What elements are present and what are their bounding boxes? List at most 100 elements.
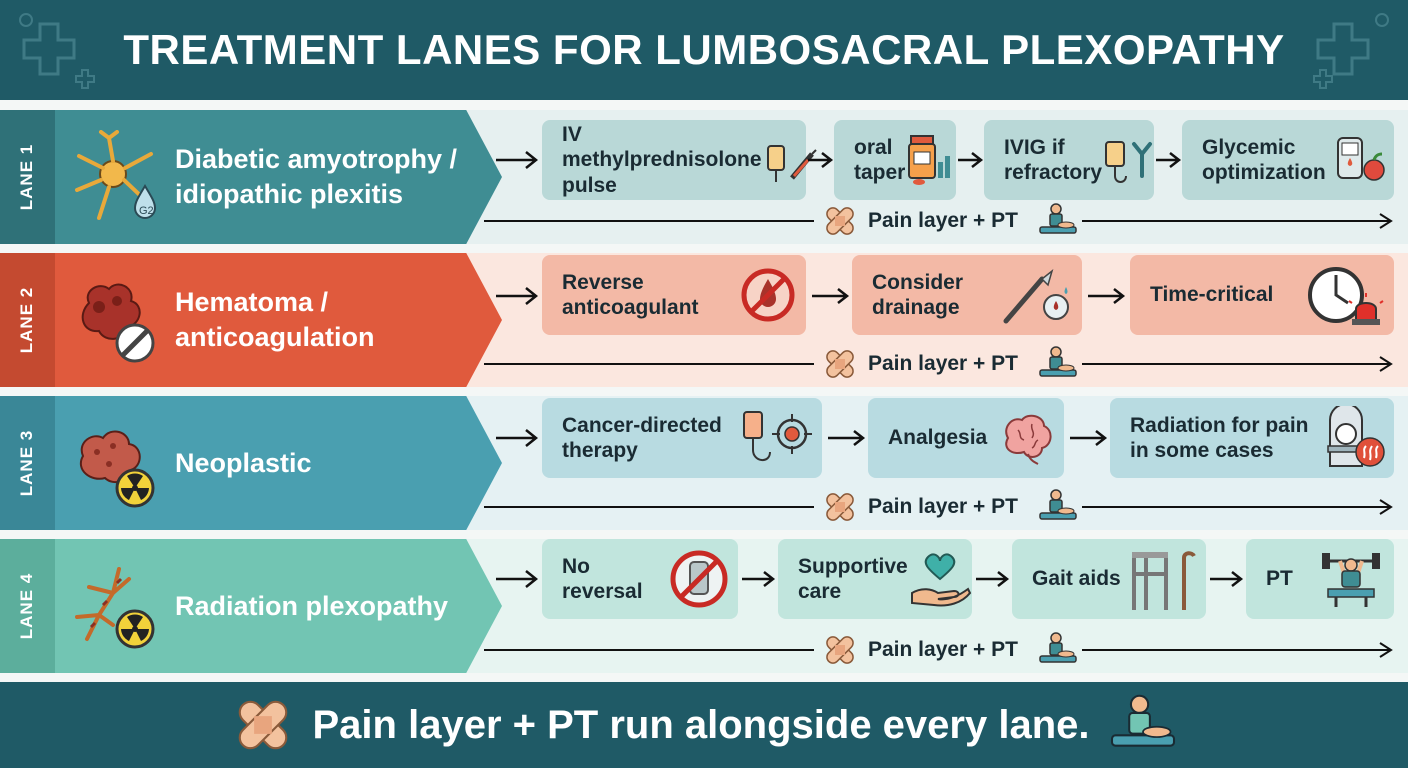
lane-step: Supportive care (778, 539, 972, 619)
lane-step: Time-critical (1130, 255, 1394, 335)
medical-cross-decoration-icon (1313, 13, 1389, 89)
step-label: Cancer-directed therapy (562, 413, 722, 462)
flow-arrow-icon (1088, 288, 1126, 304)
lane-step: oral taper (834, 120, 956, 200)
nerve-cell-glucose-icon: G2 (75, 130, 157, 220)
lane-step: No reversal (542, 539, 738, 619)
lane-step: Gait aids (1012, 539, 1206, 619)
lane-3: LANE 3 Neoplastic Cancer-directed therap… (0, 396, 1408, 530)
line-arrow (484, 220, 814, 222)
lane-name: Neoplastic (175, 447, 312, 478)
step-label: Analgesia (888, 426, 988, 450)
footer-banner: Pain layer + PT run alongside every lane… (0, 682, 1408, 768)
line-arrow (484, 649, 814, 651)
lane-tab-label: LANE 1 (17, 143, 37, 211)
step-label: Radiation for pain in some cases (1130, 413, 1309, 462)
lane-step: PT (1246, 539, 1394, 619)
flow-arrow-icon (808, 152, 834, 168)
line-arrow (484, 363, 814, 365)
flow-arrow-icon (1210, 571, 1244, 587)
walker-cane-icon (1132, 551, 1196, 610)
lane-header: G2 Diabetic amyotrophy / idiopathic plex… (55, 110, 502, 244)
bandage-icon (238, 700, 287, 750)
flow-arrow-icon (496, 151, 539, 169)
lane-name: Radiation plexopathy (175, 590, 449, 621)
step-label: Reverse anticoagulant (562, 270, 699, 319)
bandage-icon (826, 350, 854, 378)
flow-arrow-icon (958, 152, 984, 168)
line-arrow (1082, 356, 1393, 372)
lane-tab-label: LANE 2 (17, 286, 37, 354)
medical-cross-decoration-icon (19, 13, 95, 89)
lane-header: Neoplastic (55, 396, 502, 530)
step-label: IVIG if refractory (1004, 135, 1103, 184)
iv-syringe-icon (766, 145, 817, 182)
lane-tab: LANE 2 (0, 253, 55, 387)
lane-step: Consider drainage (852, 255, 1082, 335)
step-label: Gait aids (1032, 567, 1121, 591)
lane-tab-label: LANE 3 (17, 429, 37, 497)
tumor-radiation-icon (80, 430, 155, 508)
flow-arrow-icon (496, 570, 539, 588)
lane-pathway: Reverse anticoagulant Consider drainage … (484, 253, 1408, 387)
pain-layer-label: Pain layer + PT (868, 209, 1018, 232)
physiotherapy-icon (1039, 489, 1077, 520)
physiotherapy-icon (1110, 694, 1175, 747)
line-arrow (1082, 642, 1393, 658)
lane-header: Hematoma / anticoagulation (55, 253, 502, 387)
no-blood-drop-icon (741, 268, 795, 322)
flow-arrow-icon (742, 571, 776, 587)
pain-layer-row: Pain layer + PT (484, 488, 1408, 526)
weightlifter-icon (1322, 553, 1380, 607)
no-reversal-icon (670, 550, 728, 608)
line-arrow (484, 506, 814, 508)
lane-name: Diabetic amyotrophy / idiopathic plexiti… (175, 144, 458, 209)
physiotherapy-icon (1039, 203, 1077, 234)
pain-layer-label: Pain layer + PT (868, 352, 1018, 375)
lane-step: IVIG if refractory (984, 120, 1154, 200)
lane-tab: LANE 1 (0, 110, 55, 244)
lane-step: Cancer-directed therapy (542, 398, 822, 478)
pain-layer-row: Pain layer + PT (484, 631, 1408, 669)
flow-arrow-icon (496, 287, 539, 305)
flow-arrow-icon (1156, 152, 1182, 168)
lane-1: LANE 1 G2 Diabetic amyotrophy / idiopath… (0, 110, 1408, 244)
glucometer-apple-icon (1337, 137, 1385, 181)
bandage-icon (826, 207, 854, 235)
pill-bottle-icon (908, 135, 951, 185)
step-label: Supportive care (798, 554, 908, 603)
heart-hand-icon (910, 553, 971, 607)
lane-tab: LANE 3 (0, 396, 55, 530)
scanner-icon (1327, 406, 1385, 467)
page-title: TREATMENT LANES FOR LUMBOSACRAL PLEXOPAT… (123, 26, 1285, 73)
step-label: oral taper (854, 135, 906, 184)
brain-icon (1005, 414, 1052, 465)
lane-4: LANE 4 Radiation plexopathy No reversal … (0, 539, 1408, 673)
flow-arrow-icon (976, 571, 1010, 587)
pain-layer-row: Pain layer + PT (484, 345, 1408, 383)
lane-step: Analgesia (868, 398, 1064, 478)
physiotherapy-icon (1039, 346, 1077, 377)
flow-arrow-icon (496, 429, 539, 447)
blood-clot-no-icon (81, 283, 155, 363)
flow-arrow-icon (828, 430, 866, 446)
damaged-nerve-radiation-icon (75, 567, 155, 649)
iv-target-icon (743, 411, 812, 461)
pain-layer-label: Pain layer + PT (868, 638, 1018, 661)
bandage-icon (826, 636, 854, 664)
scalpel-icon (1003, 268, 1069, 324)
lane-step: IV methylprednisolone pulse (542, 120, 817, 200)
lane-header: Radiation plexopathy (55, 539, 502, 673)
flow-arrow-icon (812, 288, 850, 304)
lane-pathway: IV methylprednisolone pulse oral taper I (484, 110, 1408, 244)
lane-name: Hematoma / anticoagulation (175, 287, 375, 352)
step-label: Glycemic optimization (1202, 135, 1326, 184)
step-label: PT (1266, 567, 1293, 591)
step-label: IV methylprednisolone pulse (562, 123, 762, 197)
step-label: Time-critical (1150, 283, 1274, 307)
lane-step: Reverse anticoagulant (542, 255, 806, 335)
lane-step: Glycemic optimization (1182, 120, 1394, 200)
lane-tab-label: LANE 4 (17, 572, 37, 640)
header-banner: TREATMENT LANES FOR LUMBOSACRAL PLEXOPAT… (0, 0, 1408, 100)
pain-layer-label: Pain layer + PT (868, 495, 1018, 518)
